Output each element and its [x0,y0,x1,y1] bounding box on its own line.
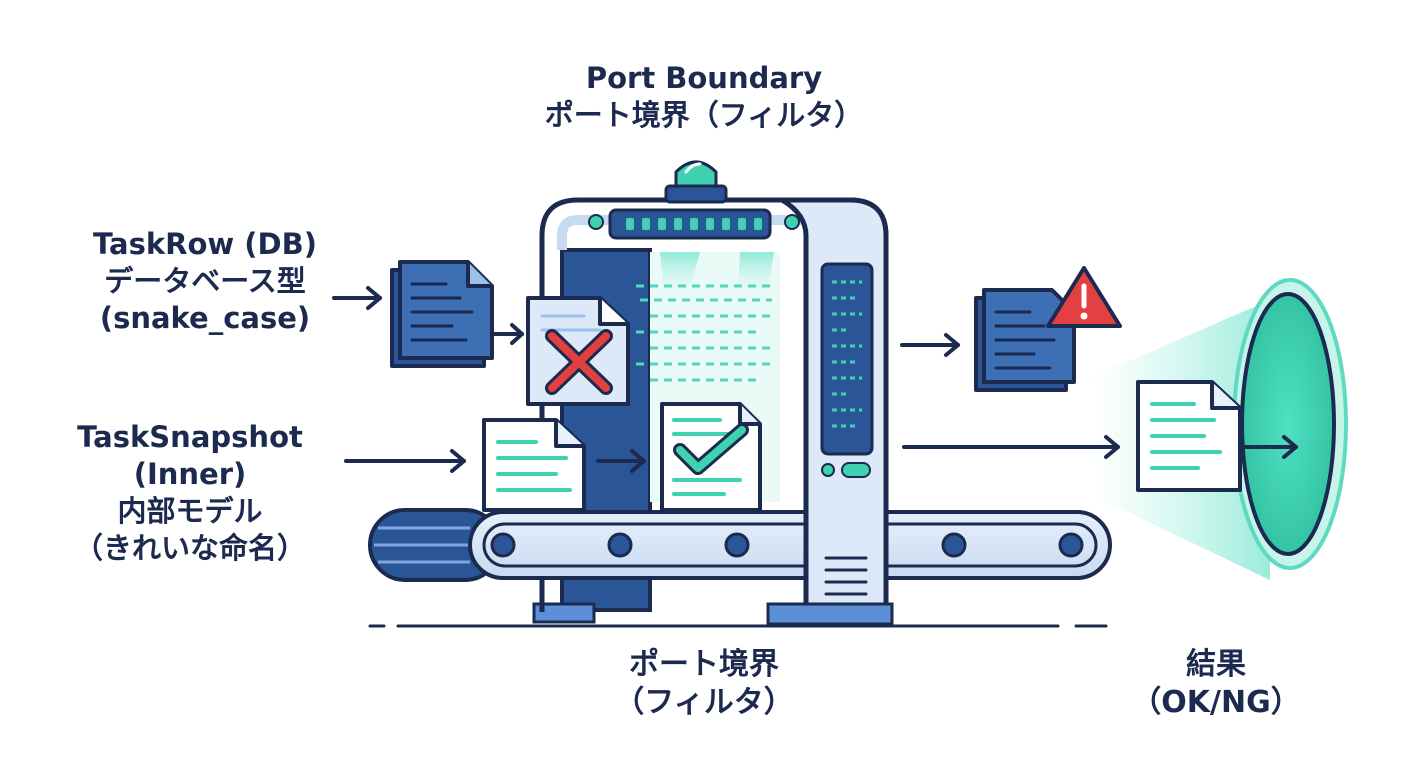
cross-icon [545,329,613,395]
result-label-name: 結果 [1186,647,1246,682]
result-document-icon [1136,380,1242,492]
taskrow-label-case: (snake_case) [99,301,311,336]
rejected-output-document-icon [974,288,1076,392]
taskrow-label: TaskRow (DB) データベース型 (snake_case) [40,226,370,337]
port-boundary-title: Port Boundary ポート境界（フィルタ） [454,60,954,134]
result-label-status: （OK/NG） [1131,685,1301,721]
arrow-inner-to-check [596,449,646,473]
gate-front-pillar [766,197,894,626]
tasksnapshot-label-scope: (Inner) [133,457,247,492]
tasksnapshot-label: TaskSnapshot (Inner) 内部モデル （きれいな命名） [30,419,350,567]
warning-icon [1046,266,1122,328]
arrow-db-to-reject [492,323,524,345]
taskrow-label-type: データベース型 [104,264,306,299]
result-label: 結果 （OK/NG） [1096,646,1336,723]
gate-label-filter: （フィルタ） [614,685,794,721]
tasksnapshot-label-model: 内部モデル [117,494,263,529]
gate-label: ポート境界 （フィルタ） [504,646,904,723]
arrow-into-portal [1242,435,1298,459]
approved-document-icon [660,402,762,512]
inner-document-icon [482,418,586,512]
gate-label-name: ポート境界 [629,647,779,682]
flow-arrows [332,286,1298,473]
tasksnapshot-label-name: TaskSnapshot [77,420,303,454]
rejected-document-icon [526,296,630,406]
tasksnapshot-label-naming: （きれいな命名） [73,531,306,566]
arrow-taskrow-in [332,286,382,310]
conveyor-belt [368,508,1112,582]
status-beacon-icon [664,160,728,204]
arrow-snapshot-in [344,449,466,473]
check-icon [673,423,749,475]
port-boundary-title-en: Port Boundary [585,61,823,95]
taskrow-label-name: TaskRow (DB) [93,227,317,261]
arrow-rejected-out [900,333,960,357]
arrow-approved-out [902,435,1120,459]
db-document-icon [390,260,494,368]
port-boundary-title-ja: ポート境界（フィルタ） [544,98,864,133]
